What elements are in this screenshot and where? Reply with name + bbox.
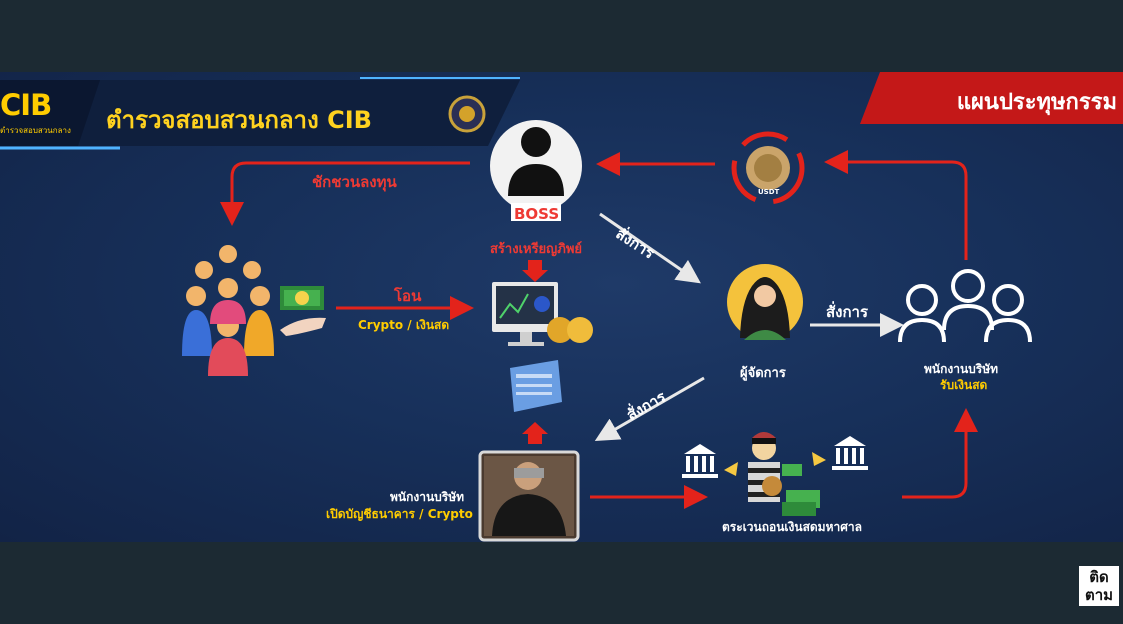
cash-staff-line1: พนักงานบริษัท <box>924 362 999 376</box>
cash-staff-line2: รับเงินสด <box>940 378 988 392</box>
boss-badge: BOSS <box>514 205 560 223</box>
transfer-method-label: Crypto / เงินสด <box>358 318 450 332</box>
bottom-bar <box>0 542 1123 624</box>
bank-left-icon <box>682 444 718 478</box>
arrow-to-left-bank <box>724 462 738 476</box>
order-label-2: สั่งการ <box>826 303 869 321</box>
arrow-boss-to-manager <box>599 212 701 284</box>
diagram-graphics <box>182 120 1032 542</box>
arrow-boss-to-exchange <box>522 260 548 282</box>
cash-staff-group-icon <box>898 269 1032 343</box>
arrow-staff-to-usdt <box>824 150 968 260</box>
bank-right-icon <box>832 436 868 470</box>
account-staff-line1: พนักงานบริษัท <box>390 490 465 504</box>
cib-logo: CIB <box>0 88 52 122</box>
arrow-launder-to-cash-staff <box>902 408 978 499</box>
watermark-line1: ติด <box>1089 568 1109 586</box>
usdt-cycle-icon <box>731 131 805 205</box>
usdt-label: USDT <box>758 188 780 196</box>
watermark-line2: ตาม <box>1084 586 1114 604</box>
money-launder-icon <box>748 432 820 516</box>
arrow-account-staff-to-app <box>522 422 548 444</box>
watermark-logo: ติด ตาม <box>1079 566 1119 606</box>
boss-caption: สร้างเหรียญภิพย์ <box>490 242 583 257</box>
transfer-label: โอน <box>394 287 422 305</box>
arrow-manager-to-account-staff <box>594 376 705 441</box>
plan-title: แผนประทุษกรรม <box>956 90 1117 115</box>
cib-logo-subtext: ตำรวจสอบสวนกลาง <box>0 126 71 135</box>
arrow-to-right-bank <box>812 452 826 466</box>
money-hand-icon <box>280 286 326 336</box>
investors-group-icon <box>182 245 274 376</box>
invite-label: ชักชวนลงทุน <box>312 173 397 191</box>
boss-avatar-icon <box>490 120 582 221</box>
header-strip <box>0 72 1123 150</box>
account-staff-line2: เปิดบัญชีธนาคาร / Crypto <box>326 507 473 521</box>
diagram-panel: CIB ตำรวจสอบสวนกลาง ตำรวจสอบสวนกลาง CIB … <box>0 72 1123 542</box>
manager-caption: ผู้จัดการ <box>740 366 786 381</box>
app-window-icon <box>510 360 562 412</box>
manager-avatar-icon <box>727 264 803 340</box>
exchange-monitor-icon <box>492 282 558 346</box>
arrow-boss-to-investors <box>220 161 470 226</box>
gold-coins-icon <box>547 317 593 343</box>
police-emblem-icon <box>448 95 486 133</box>
launder-caption: ตระเวนถอนเงินสดมหาศาล <box>722 520 862 534</box>
page-title: ตำรวจสอบสวนกลาง CIB <box>106 106 372 134</box>
account-staff-photo <box>478 450 580 542</box>
